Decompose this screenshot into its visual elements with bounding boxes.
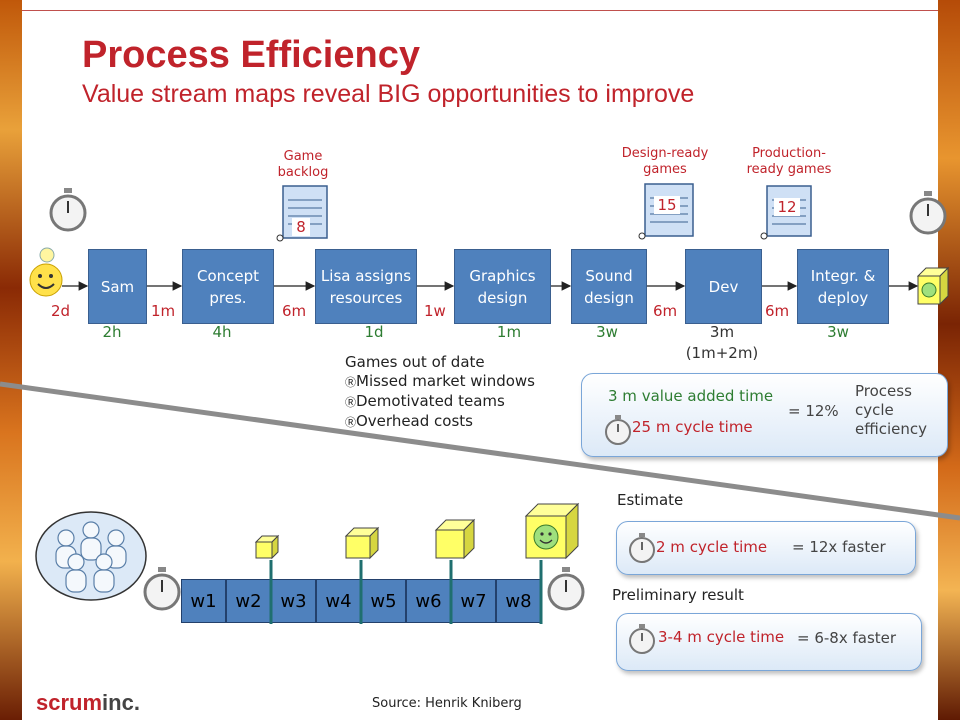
wait-time: 6m (282, 302, 307, 320)
process-time: 1d (364, 323, 384, 341)
preliminary-callout (616, 613, 922, 671)
slide-title: Process Efficiency (82, 34, 420, 76)
process-time: 3w (827, 323, 849, 341)
process-step-lisa: Lisa assigns resources (315, 249, 417, 324)
smiley-cube-icon (917, 266, 949, 306)
slide-subtitle: Value stream maps reveal BIG opportuniti… (82, 80, 695, 108)
efficiency-label: Process cycle efficiency (855, 382, 928, 438)
wait-time: 1m (151, 302, 176, 320)
inventory-count: 15 (654, 196, 680, 214)
preliminary-cycle-time: 3-4 m cycle time (658, 628, 785, 646)
logo-inc: inc. (102, 690, 140, 715)
estimate-cycle-time: 2 m cycle time (656, 538, 768, 556)
process-time: 2h (102, 323, 122, 341)
inventory-label: Production-ready games (746, 146, 832, 177)
process-time: 3w (596, 323, 618, 341)
estimate-heading: Estimate (617, 491, 684, 509)
process-step-label: Lisa assigns resources (320, 266, 412, 307)
week-cell: w8 (496, 579, 541, 623)
document-stack-icon (638, 183, 694, 240)
process-step-concept: Concept pres. (182, 249, 274, 324)
source-caption: Source: Henrik Kniberg (372, 696, 522, 711)
process-step-dev: Dev (685, 249, 762, 324)
process-step-label: Graphics design (469, 266, 536, 307)
preliminary-heading: Preliminary result (612, 586, 744, 604)
estimate-callout (616, 521, 916, 575)
week-cell: w4 (316, 579, 361, 623)
left-edge-decoration (0, 0, 22, 720)
copyright-notice: © 2013 Scrum Inc. (930, 634, 939, 710)
process-time: 3m (709, 323, 735, 341)
process-step-label: Sound design (584, 266, 634, 307)
inventory-count: 8 (292, 218, 310, 236)
idea-smiley-icon (29, 247, 63, 297)
problems-list: Games out of date ⓇMissed market windows… (345, 353, 535, 432)
logo-scrum: scrum (36, 690, 103, 715)
week-cell: w6 (406, 579, 451, 623)
efficiency-result: = 12% (788, 402, 839, 420)
stopwatch-icon (547, 567, 585, 611)
process-step-sound: Sound design (571, 249, 647, 324)
inventory-label: Game backlog (277, 149, 329, 180)
release-markers (254, 502, 580, 624)
process-step-label: Concept pres. (196, 266, 260, 307)
stopwatch-icon (605, 415, 631, 445)
process-time: 1m (496, 323, 522, 341)
stopwatch-icon (143, 567, 181, 611)
process-time: 4h (212, 323, 232, 341)
process-step-label: Dev (708, 277, 739, 296)
process-step-label: Sam (100, 277, 135, 296)
process-step-label: Integr. & deploy (810, 266, 876, 307)
problems-heading: Games out of date (345, 353, 485, 371)
stopwatch-icon (629, 533, 655, 563)
preliminary-speedup: = 6-8x faster (797, 629, 897, 647)
section-divider (0, 381, 960, 521)
scruminc-logo: scruminc. (36, 690, 140, 716)
list-item: ⓇMissed market windows (345, 372, 535, 390)
top-rule (22, 10, 938, 11)
estimate-speedup: = 12x faster (792, 538, 886, 556)
inventory-label: Design-ready games (621, 146, 709, 177)
sprint-timeline: w1 w2 w3 w4 w5 w6 w7 w8 (181, 579, 541, 623)
stopwatch-icon (49, 188, 87, 232)
stopwatch-icon (629, 624, 655, 654)
efficiency-callout (581, 373, 948, 457)
inventory-count: 12 (774, 198, 800, 216)
process-step-sam: Sam (88, 249, 147, 324)
process-time-note: (1m+2m) (685, 344, 759, 362)
wait-time: 2d (51, 302, 71, 320)
wait-time: 6m (653, 302, 678, 320)
stopwatch-icon (909, 191, 947, 235)
sad-bullet-icon: Ⓡ (345, 376, 356, 389)
week-cell: w3 (271, 579, 316, 623)
list-item: ⓇDemotivated teams (345, 392, 505, 410)
list-item: ⓇOverhead costs (345, 412, 473, 430)
week-cell: w1 (181, 579, 226, 623)
sad-bullet-icon: Ⓡ (345, 416, 356, 429)
right-edge-decoration (938, 0, 960, 720)
cycle-time: 25 m cycle time (632, 418, 753, 436)
process-step-graphics: Graphics design (454, 249, 551, 324)
wait-time: 6m (765, 302, 790, 320)
team-icon (35, 511, 147, 601)
sad-bullet-icon: Ⓡ (345, 396, 356, 409)
wait-time: 1w (424, 302, 446, 320)
week-cell: w7 (451, 579, 496, 623)
process-step-integr: Integr. & deploy (797, 249, 889, 324)
value-added-time: 3 m value added time (608, 387, 774, 405)
